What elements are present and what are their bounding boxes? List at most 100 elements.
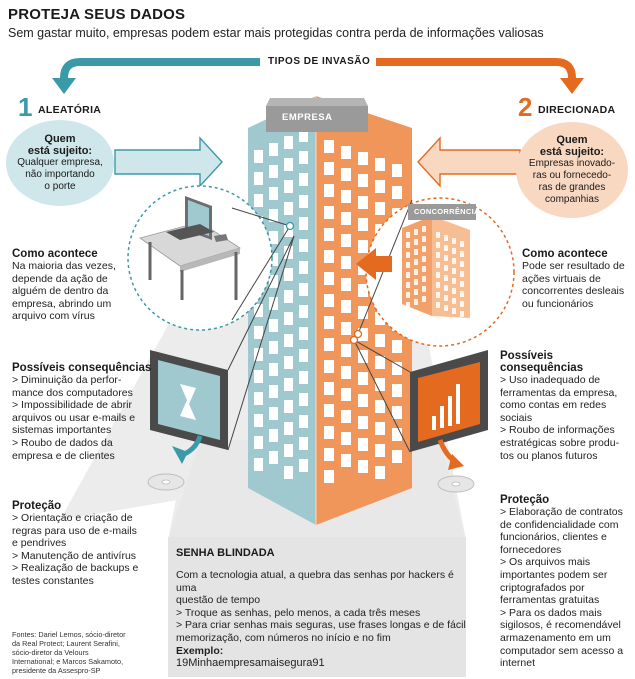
window (324, 250, 334, 263)
como-line: Pode ser resultado de (522, 260, 625, 272)
window (375, 202, 385, 215)
window (452, 288, 456, 294)
window (284, 422, 293, 435)
window (406, 242, 410, 248)
orange-inner-arrow (356, 248, 392, 280)
quem-bubble-left: Quem está sujeito: Qualquer empresa, não… (6, 120, 114, 206)
window (452, 258, 456, 264)
window (341, 256, 351, 269)
como-line: empresa, abrindo um (12, 297, 112, 310)
window (358, 394, 368, 407)
window (358, 328, 368, 341)
window (392, 186, 402, 199)
window (452, 298, 456, 304)
window (460, 251, 464, 257)
window (406, 262, 410, 268)
prot-line: regras para uso de e-mails (12, 524, 137, 537)
window (392, 362, 402, 375)
window (392, 340, 402, 353)
window (269, 165, 278, 178)
window (341, 454, 351, 467)
cons-line: > Uso inadequado de (500, 374, 601, 386)
window (299, 151, 308, 164)
window (299, 129, 308, 142)
hourglass-icon (180, 384, 196, 420)
prot-line: > Para os dados mais (500, 606, 602, 619)
quem-line: Empresas inovado- (528, 158, 616, 169)
window (254, 370, 263, 383)
como-acontece-left: Como acontece Na maioria das vezes, depe… (12, 248, 142, 323)
window (324, 404, 334, 417)
window (299, 195, 308, 208)
cons-line: > Roubo de informações (500, 424, 615, 437)
concorrencia-sign (408, 204, 476, 220)
window (452, 278, 456, 284)
window (358, 240, 368, 253)
cons-line: sistemas importantes (12, 424, 112, 437)
window (444, 245, 448, 251)
prot-line: armazenamento em um (500, 631, 611, 644)
window (436, 272, 440, 278)
window (358, 416, 368, 429)
window (444, 255, 448, 261)
window (460, 281, 464, 287)
window (269, 363, 278, 376)
senha-blindada-content: SENHA BLINDADA Com a tecnologia atual, a… (176, 547, 466, 670)
window (324, 272, 334, 285)
type-name-direcionada: DIRECIONADA (538, 104, 616, 116)
quem-title-left-2: está sujeito: (27, 145, 93, 157)
teal-arrow-left (60, 58, 260, 82)
protecao-left: Proteção > Orientação e criação de regra… (12, 500, 162, 588)
prot-line: e pendrives (12, 537, 67, 550)
window (341, 234, 351, 247)
window (422, 256, 426, 262)
prot-line: fornecedores (500, 543, 562, 556)
window (324, 382, 334, 395)
window (358, 438, 368, 451)
window (324, 228, 334, 241)
window (284, 466, 293, 479)
window (460, 311, 464, 317)
window (375, 312, 385, 325)
window (392, 406, 402, 419)
window (299, 239, 308, 252)
prot-title-left: Proteção (12, 500, 62, 512)
window (460, 241, 464, 247)
window (299, 437, 308, 450)
fontes-credits: Fontes: Dariel Lemos, sócio-diretor da R… (12, 630, 162, 675)
window (299, 371, 308, 384)
empresa-label: EMPRESA (282, 112, 333, 123)
cons-line: tos ou planos futuros (500, 449, 598, 462)
window (436, 282, 440, 288)
consequencias-right: Possíveis consequências > Uso inadequado… (500, 350, 634, 462)
window (406, 282, 410, 288)
window (341, 278, 351, 291)
window (324, 206, 334, 219)
small-building-windows (406, 226, 464, 317)
window (269, 319, 278, 332)
window (452, 248, 456, 254)
orange-arrow-right (374, 58, 576, 82)
window (299, 173, 308, 186)
window (422, 246, 426, 252)
cons-line: > Roubo de dados da (12, 436, 113, 449)
quem-title-right-2: está sujeito: (539, 146, 605, 158)
quem-line: não importando (25, 169, 95, 180)
prot-line: importantes podem ser (500, 568, 608, 581)
window (358, 218, 368, 231)
window (444, 295, 448, 301)
prot-line: criptografados por (500, 581, 585, 594)
fontes-line: sócio-diretor da Velours (12, 648, 89, 657)
como-line: depende da ação de (12, 272, 108, 285)
window (414, 269, 418, 275)
window (284, 378, 293, 391)
window (269, 407, 278, 420)
window (269, 341, 278, 354)
window (284, 268, 293, 281)
window (324, 316, 334, 329)
window (375, 466, 385, 479)
window (375, 422, 385, 435)
window (269, 451, 278, 464)
cons-line: como contas em redes (500, 399, 607, 412)
window (414, 289, 418, 295)
